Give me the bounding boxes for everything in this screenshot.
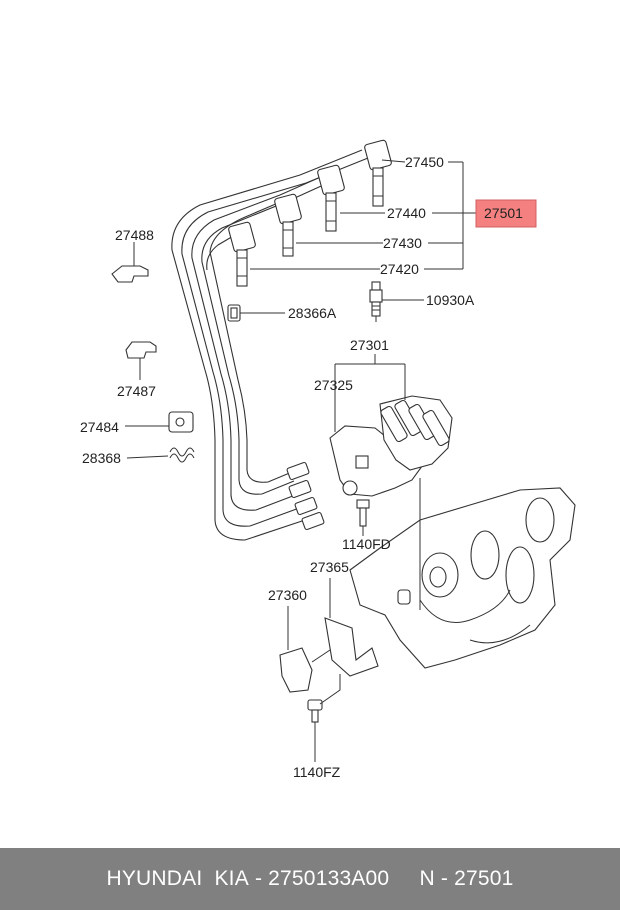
clip-27488 — [111, 242, 149, 283]
label-10930A: 10930A — [426, 292, 475, 308]
ignition-cable-set — [171, 149, 369, 541]
distributor-cap-assembly — [329, 354, 453, 497]
bolt-1140FD — [356, 499, 370, 536]
spark-plug-10930A — [369, 281, 424, 322]
clip-28366A — [227, 304, 285, 322]
label-27501: 27501 — [484, 205, 523, 221]
label-27450: 27450 — [405, 154, 444, 170]
clip-27487 — [125, 341, 157, 380]
label-27440: 27440 — [387, 205, 426, 221]
label-27360: 27360 — [268, 587, 307, 603]
bracket-27365 — [324, 578, 379, 677]
holder-27484 — [125, 411, 194, 433]
footer-separator: - — [248, 867, 269, 890]
plug-boot-27430 — [274, 193, 302, 257]
footer-ref-prefix: N - — [419, 867, 455, 890]
spring-28368 — [126, 447, 195, 463]
ignition-coil-27360 — [279, 606, 331, 693]
footer-banner: HYUNDAI KIA - 2750133A00 N - 27501 — [0, 848, 620, 910]
label-27488: 27488 — [115, 227, 154, 243]
label-27484: 27484 — [80, 419, 119, 435]
footer-part-number: 2750133A00 — [268, 867, 390, 890]
cable-set-leaders — [250, 159, 476, 270]
label-27301: 27301 — [350, 337, 389, 353]
label-27430: 27430 — [383, 235, 422, 251]
plug-boot-27420 — [228, 221, 256, 287]
footer-brand: HYUNDAI KIA — [106, 867, 249, 890]
parts-diagram: 27450 27440 27430 27420 27501 27488 2836… — [80, 139, 576, 780]
footer-gap — [389, 867, 419, 891]
intake-manifold — [349, 478, 576, 669]
label-27365: 27365 — [310, 559, 349, 575]
label-27487: 27487 — [117, 383, 156, 399]
highlight-box-27501 — [475, 199, 537, 228]
label-28368: 28368 — [82, 450, 121, 466]
label-28366A: 28366A — [288, 305, 337, 321]
label-27420: 27420 — [380, 261, 419, 277]
label-27325: 27325 — [314, 377, 353, 393]
distributor-end-boots — [286, 461, 325, 531]
plug-boot-27450 — [364, 139, 392, 207]
label-1140FZ: 1140FZ — [293, 764, 341, 780]
label-1140FD: 1140FD — [342, 536, 391, 552]
plug-boot-27440 — [317, 164, 345, 232]
footer-ref-number: 27501 — [454, 867, 514, 890]
bolt-1140FZ — [307, 674, 341, 762]
